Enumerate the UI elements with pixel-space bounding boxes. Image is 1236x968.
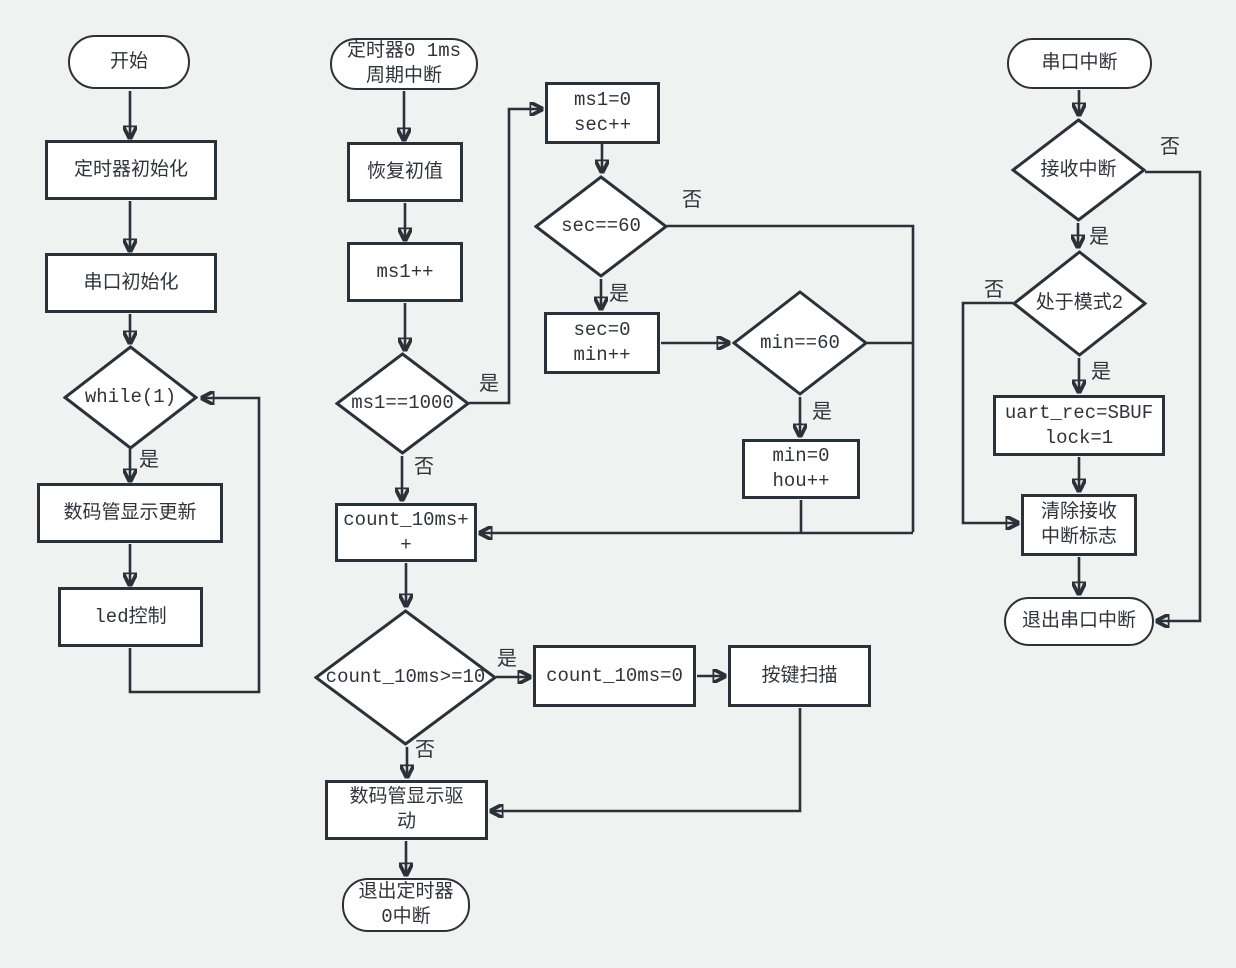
- diamond-shape: [314, 609, 497, 746]
- process-led-control: led控制: [58, 587, 203, 647]
- edge-mode2-no-to-clearflag: [961, 301, 1019, 523]
- node-label: 接收中断: [1040, 158, 1117, 181]
- diamond-shape: [335, 352, 470, 455]
- edge-label-yes: 是: [1091, 362, 1111, 385]
- node-label: 清除接收 中断标志: [1040, 501, 1117, 548]
- node-label: 按键扫描: [761, 664, 838, 687]
- edge-label-yes: 是: [812, 402, 832, 425]
- terminator-timer0-interrupt: 定时器0 1ms 周期中断: [330, 38, 478, 90]
- process-count10ms-increment: count_10ms++: [335, 503, 477, 562]
- process-ms1-increment: ms1++: [347, 242, 463, 302]
- node-label: sec==60: [561, 215, 641, 238]
- decision-in-mode2: 处于模式2: [1012, 250, 1147, 357]
- node-label: 处于模式2: [1035, 292, 1124, 315]
- edge-label-yes: 是: [479, 374, 499, 397]
- diamond-shape: [1011, 118, 1146, 222]
- node-label: min=0 hou++: [772, 445, 830, 492]
- node-label: 恢复初值: [366, 160, 443, 183]
- edge-label-no: 否: [414, 457, 434, 480]
- node-label: 数码管显示更新: [63, 501, 197, 524]
- decision-count10ms-gte-10: count_10ms>=10: [314, 609, 497, 746]
- node-label: 串口中断: [1041, 52, 1118, 75]
- node-label: 定时器0 1ms 周期中断: [346, 40, 461, 87]
- node-label: 开始: [109, 50, 148, 73]
- process-display-update: 数码管显示更新: [37, 483, 223, 543]
- decision-sec-equals-60: sec==60: [534, 175, 668, 278]
- node-label: 数码管显示驱动: [349, 786, 464, 833]
- process-sec-reset-min-inc: sec=0 min++: [544, 312, 660, 374]
- terminator-exit-timer0-interrupt: 退出定时器 0中断: [342, 878, 470, 932]
- edge-label-yes: 是: [139, 450, 159, 473]
- diamond-shape: [534, 175, 668, 278]
- terminator-start-main: 开始: [68, 35, 190, 89]
- edge-keyscan-to-segdrive: [490, 708, 802, 811]
- diamond-shape: [63, 345, 198, 450]
- decision-while-loop: while(1): [63, 345, 198, 450]
- edge-label-yes: 是: [497, 649, 517, 672]
- decision-min-equals-60: min==60: [732, 290, 868, 396]
- node-label: count_10ms++: [343, 508, 469, 556]
- process-seg-display-drive: 数码管显示驱动: [325, 780, 488, 840]
- process-read-sbuf-lock: uart_rec=SBUF lock=1: [993, 395, 1165, 456]
- terminator-exit-uart-interrupt: 退出串口中断: [1004, 597, 1154, 646]
- edge-label-yes: 是: [1089, 227, 1109, 250]
- process-key-scan: 按键扫描: [728, 645, 871, 707]
- edge-label-no: 否: [682, 190, 702, 213]
- diamond-shape: [732, 290, 868, 396]
- node-label: min==60: [760, 331, 840, 354]
- node-label: uart_rec=SBUF lock=1: [1004, 401, 1154, 449]
- node-label: led控制: [94, 605, 167, 628]
- edge-label-no: 否: [1160, 137, 1180, 160]
- node-label: count_10ms=0: [546, 664, 683, 687]
- node-label: count_10ms>=10: [325, 666, 486, 689]
- decision-ms1-equals-1000: ms1==1000: [335, 352, 470, 455]
- node-label: ms1==1000: [351, 392, 454, 415]
- edge-seccheck-no-down: [667, 224, 915, 532]
- edge-label-no: 否: [984, 280, 1004, 303]
- process-count10ms-reset: count_10ms=0: [533, 645, 696, 707]
- process-ms1-reset-sec-inc: ms1=0 sec++: [545, 82, 660, 144]
- diamond-shape: [1012, 250, 1147, 357]
- node-label: ms1++: [376, 260, 434, 283]
- edge-rxcheck-no-to-uartexit: [1145, 170, 1202, 621]
- process-uart-init: 串口初始化: [45, 253, 217, 313]
- node-label: 定时器初始化: [73, 158, 188, 181]
- process-timer-init: 定时器初始化: [45, 140, 217, 200]
- process-clear-rx-flag: 清除接收 中断标志: [1021, 494, 1137, 556]
- decision-receive-interrupt: 接收中断: [1011, 118, 1146, 222]
- node-label: 退出串口中断: [1021, 610, 1136, 633]
- node-label: 串口初始化: [83, 271, 179, 294]
- edge-led-loop-back-to-while: [128, 398, 261, 694]
- terminator-uart-interrupt: 串口中断: [1007, 38, 1152, 89]
- node-label: while(1): [84, 386, 177, 409]
- node-label: sec=0 min++: [573, 319, 631, 366]
- edge-ms1check-yes-to-ms1reset: [469, 109, 543, 405]
- edge-label-yes: 是: [609, 284, 629, 307]
- node-label: 退出定时器 0中断: [358, 881, 454, 928]
- node-label: ms1=0 sec++: [573, 89, 631, 136]
- process-restore-initial-value: 恢复初值: [347, 142, 463, 202]
- process-min-reset-hou-inc: min=0 hou++: [742, 439, 860, 499]
- edge-label-no: 否: [415, 740, 435, 763]
